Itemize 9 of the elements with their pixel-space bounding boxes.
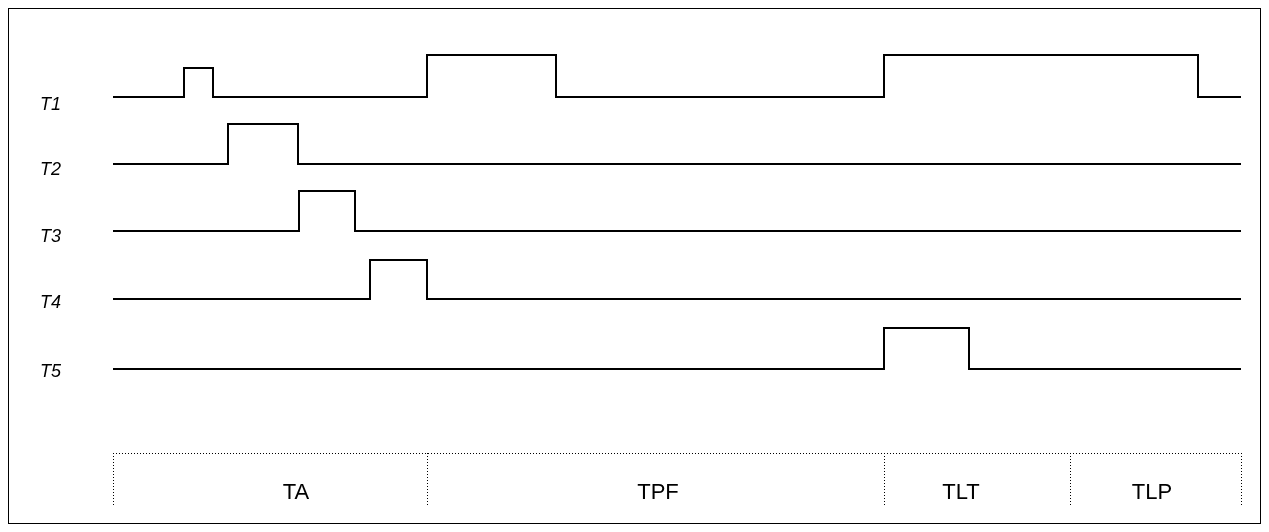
signal-label: T2 xyxy=(40,160,61,178)
phase-label: TA xyxy=(282,481,310,503)
signal-label: T5 xyxy=(40,362,61,380)
phase-label: TLT xyxy=(942,481,980,503)
signal-label: T4 xyxy=(40,293,61,311)
phase-label: TLP xyxy=(1131,481,1173,503)
signal-label: T3 xyxy=(40,227,61,245)
signal-label: T1 xyxy=(40,95,61,113)
phase-label: TPF xyxy=(637,481,679,503)
